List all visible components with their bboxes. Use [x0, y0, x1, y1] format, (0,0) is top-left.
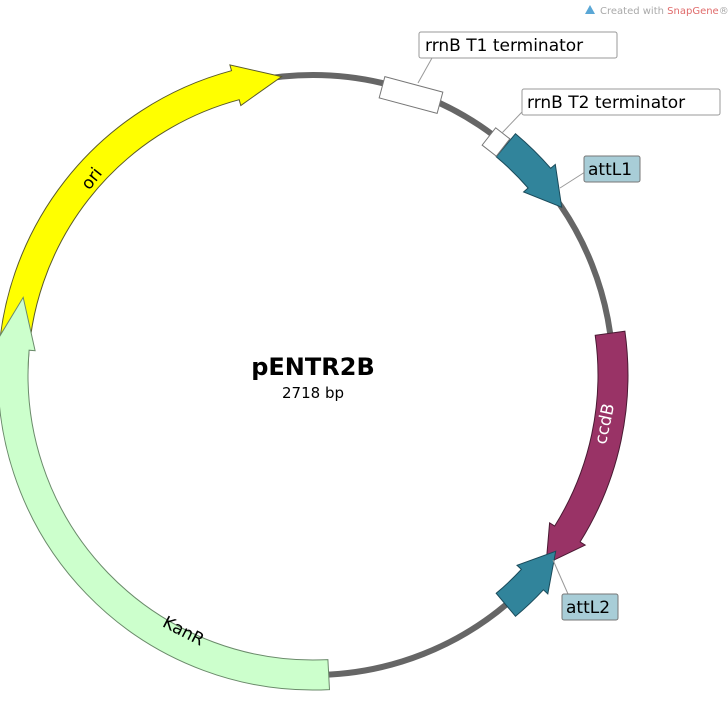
feature-attl1[interactable] [495, 132, 563, 208]
label-rrnb-t2-text: rrnB T2 terminator [527, 93, 685, 113]
label-attl1[interactable]: attL1 [583, 155, 641, 183]
label-rrnb-t2[interactable]: rrnB T2 terminator [521, 88, 721, 116]
feature-rrnb-t2[interactable] [481, 127, 511, 157]
label-rrnb-t1-text: rrnB T1 terminator [425, 36, 583, 56]
snapgene-logo-icon [585, 5, 595, 14]
feature-ccdb[interactable] [545, 330, 629, 565]
leader-rrnb-t1 [417, 57, 433, 84]
leader-attl1 [559, 171, 586, 189]
label-attl2[interactable]: attL2 [561, 593, 619, 621]
label-attl1-text: attL1 [588, 160, 632, 180]
watermark-text: Created with SnapGene® [600, 6, 728, 17]
plasmid-name: pENTR2B [251, 353, 375, 381]
label-leader-lines [417, 57, 586, 595]
feature-kanr[interactable] [0, 296, 331, 691]
label-rrnb-t1[interactable]: rrnB T1 terminator [418, 31, 618, 59]
leader-attl2 [552, 559, 569, 595]
snapgene-watermark: Created with SnapGene® [585, 5, 728, 17]
plasmid-size: 2718 bp [282, 384, 344, 402]
feature-attl2[interactable] [495, 550, 557, 618]
label-attl2-text: attL2 [566, 598, 610, 618]
feature-rrnb-t1[interactable] [378, 75, 444, 115]
feature-ori[interactable] [0, 64, 283, 371]
leader-rrnb-t2 [501, 111, 523, 134]
